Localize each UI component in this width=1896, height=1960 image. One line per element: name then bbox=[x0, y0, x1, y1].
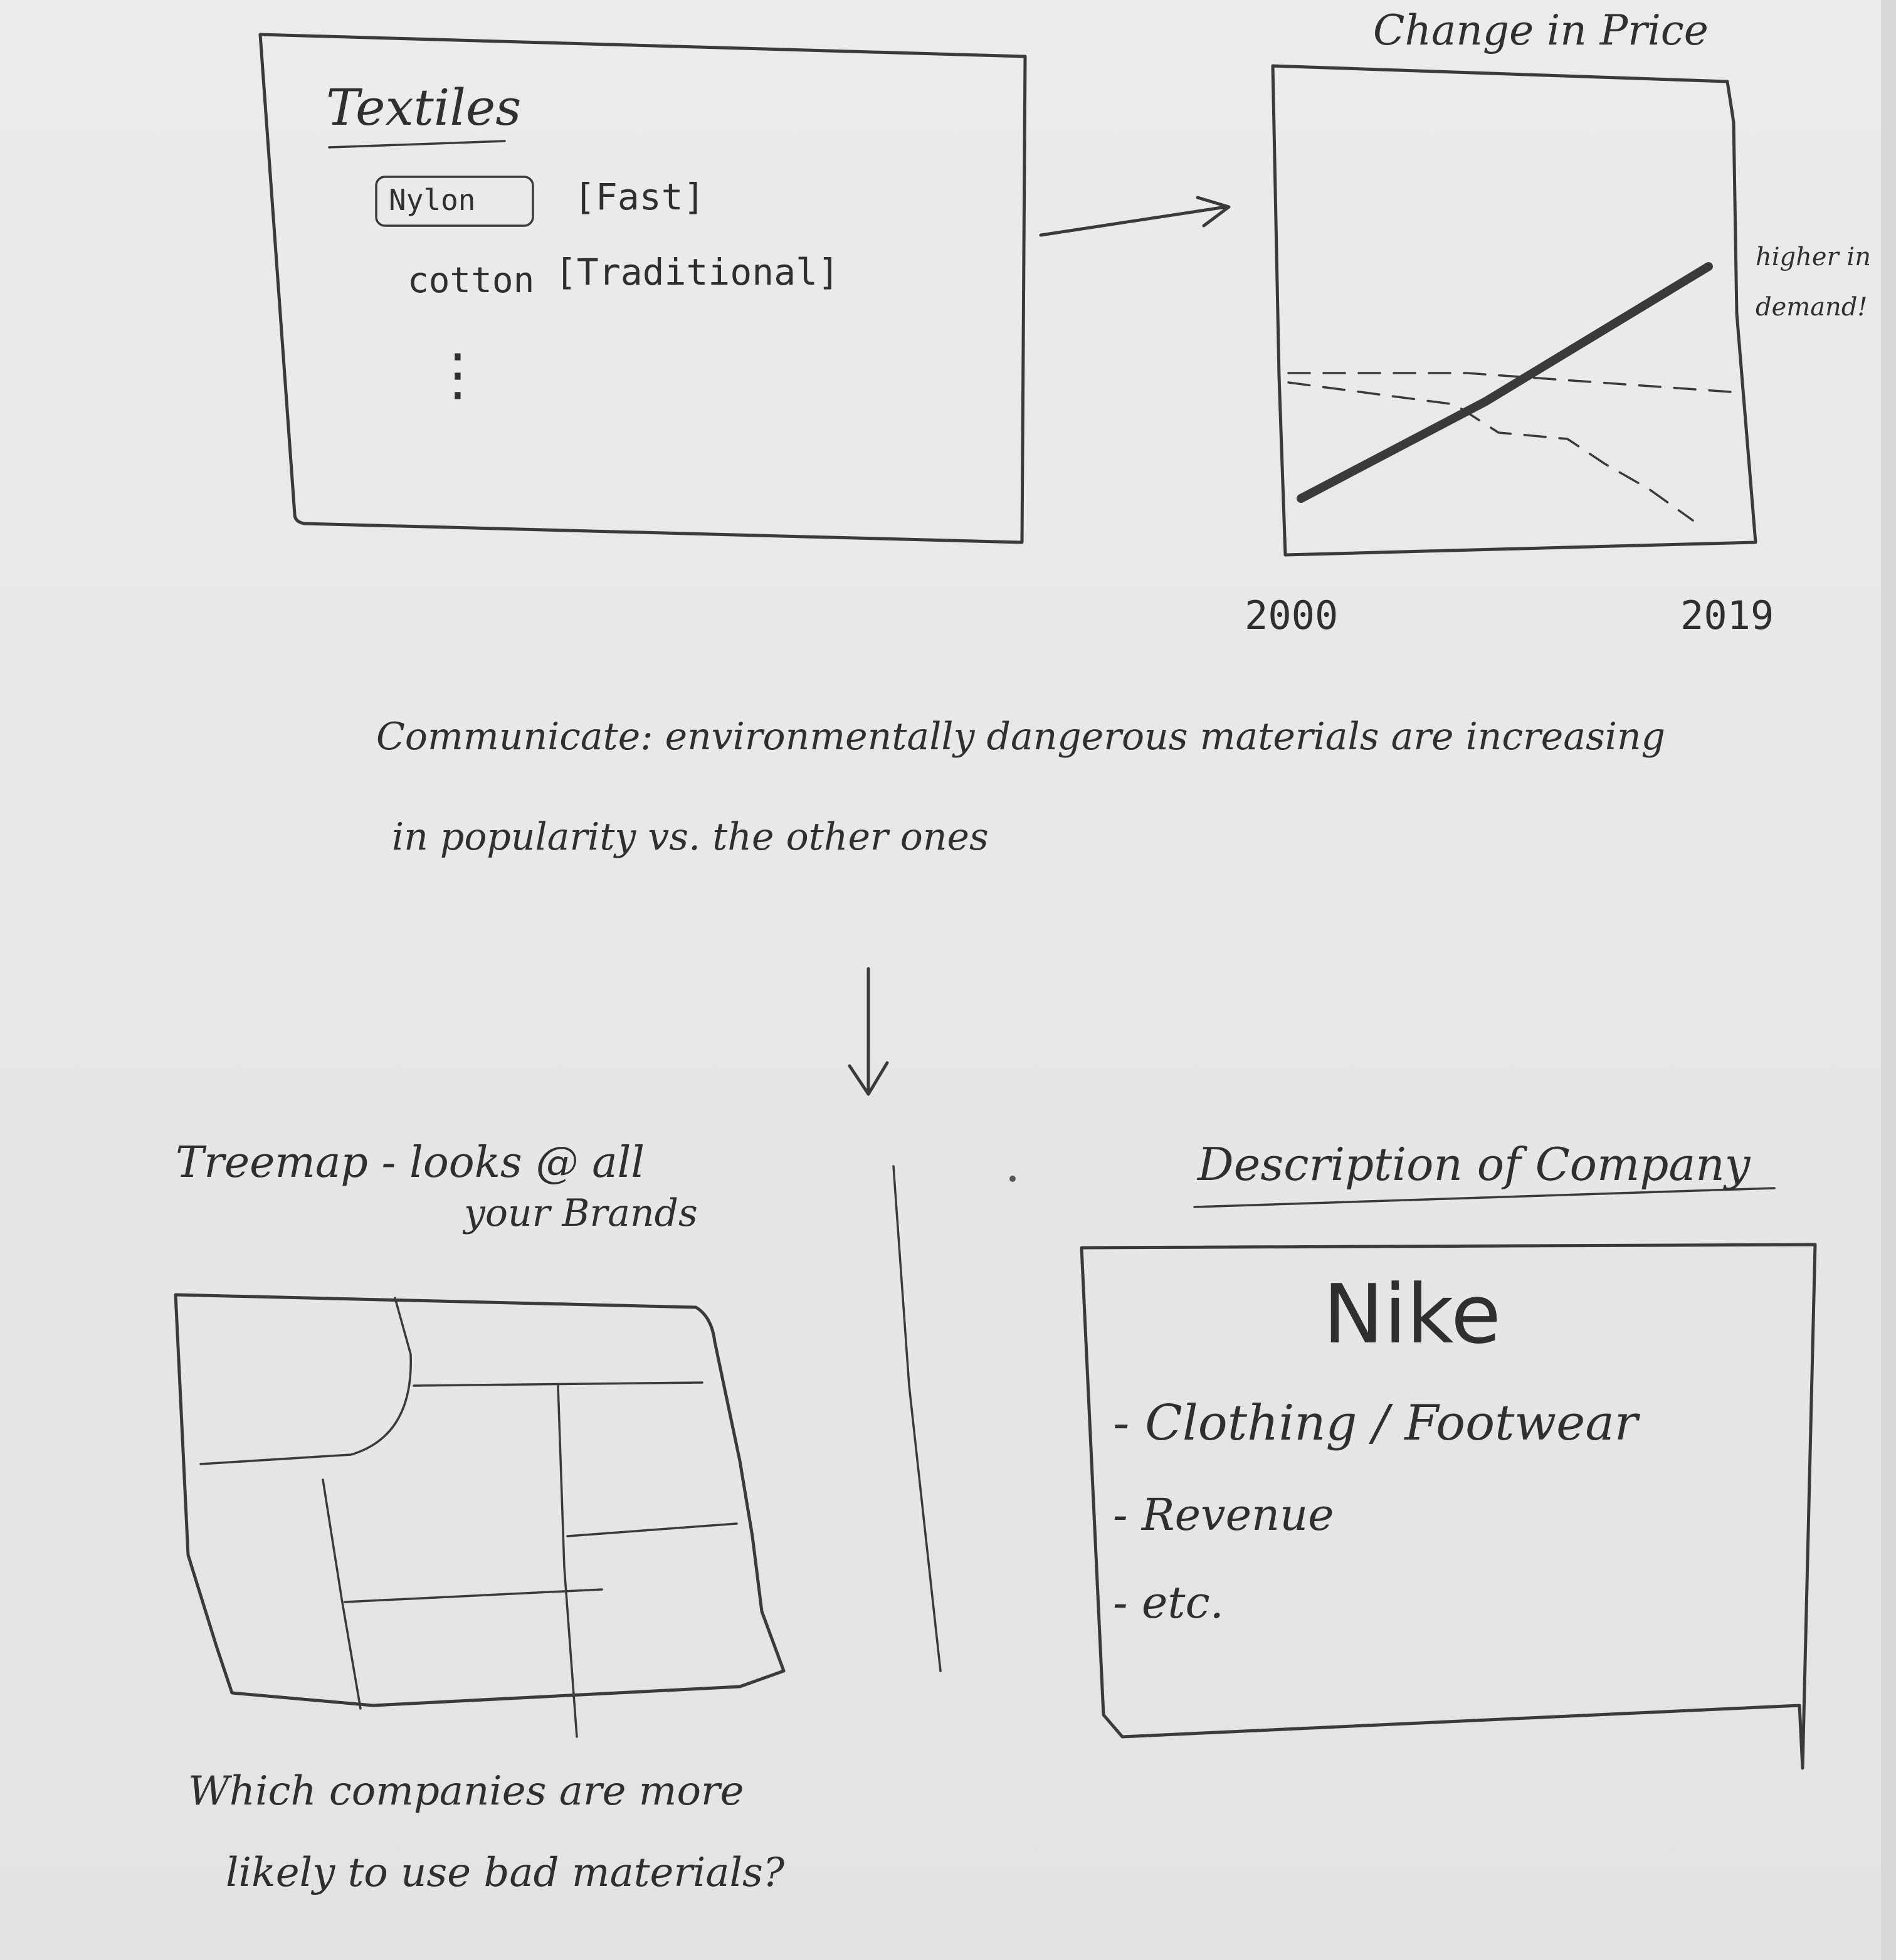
stray-dot bbox=[1009, 1176, 1016, 1182]
arrow-down bbox=[848, 967, 889, 1096]
company-bullet-etc: - etc. bbox=[1113, 1577, 1224, 1628]
company-name: Nike bbox=[1323, 1267, 1501, 1362]
paper-edge bbox=[1881, 0, 1896, 1960]
more-items-ellipsis: ⋮ bbox=[429, 342, 486, 408]
textiles-title: Textiles bbox=[326, 78, 522, 137]
textile-material-cotton[interactable]: cotton bbox=[408, 260, 535, 301]
chart-frame bbox=[1271, 64, 1757, 557]
company-box bbox=[1080, 1243, 1817, 1770]
chart-dashed-line-2 bbox=[1287, 381, 1694, 522]
treemap-heading-line-1: Treemap - looks @ all bbox=[176, 1138, 645, 1188]
chart-dashed-line-1 bbox=[1287, 372, 1732, 393]
textiles-box bbox=[258, 33, 1027, 544]
section-divider bbox=[892, 1165, 942, 1672]
arrow-right bbox=[1039, 196, 1231, 237]
chart-trend-line bbox=[1297, 262, 1713, 503]
chart-x-label-start: 2000 bbox=[1245, 593, 1339, 638]
treemap-question-line-2: likely to use bad materials? bbox=[226, 1850, 785, 1896]
textiles-title-underline bbox=[328, 140, 506, 149]
chart-annotation: higher in demand! bbox=[1756, 243, 1871, 322]
textile-tag-traditional: [Traditional] bbox=[555, 251, 840, 293]
company-bullet-category: - Clothing / Footwear bbox=[1113, 1395, 1638, 1452]
chart-title: Change in Price bbox=[1373, 6, 1709, 55]
company-heading-underline bbox=[1193, 1187, 1776, 1208]
textile-tag-fast: [Fast] bbox=[574, 176, 705, 218]
textile-material-nylon[interactable]: Nylon bbox=[389, 183, 476, 217]
chart-x-label-end: 2019 bbox=[1680, 593, 1774, 638]
treemap-heading-line-2: your Brands bbox=[464, 1191, 698, 1235]
company-heading: Description of Company bbox=[1198, 1138, 1751, 1191]
communicate-line-1: Communicate: environmentally dangerous m… bbox=[376, 715, 1666, 759]
treemap-question-line-1: Which companies are more bbox=[188, 1768, 744, 1815]
company-bullet-revenue: - Revenue bbox=[1113, 1489, 1334, 1541]
nylon-highlight-box bbox=[375, 176, 534, 227]
treemap-sketch bbox=[174, 1293, 786, 1738]
communicate-line-2: in popularity vs. the other ones bbox=[392, 815, 989, 859]
